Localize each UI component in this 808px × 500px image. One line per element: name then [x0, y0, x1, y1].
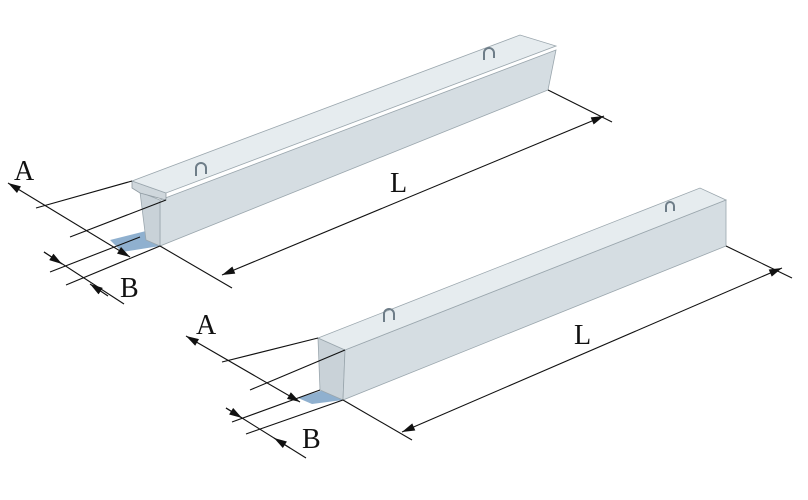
lifting-loop-icon [483, 47, 495, 60]
upper-dimensions: A B L [7, 89, 613, 305]
dimension-label-a: A [196, 310, 217, 341]
beam-side-face [342, 199, 727, 401]
lower-dimensions: A B L [185, 245, 793, 459]
dimension-label-b: B [302, 424, 321, 455]
lifting-loop-icon [383, 308, 395, 322]
dimension-label-l: L [390, 168, 407, 199]
flanged-beam [110, 34, 558, 252]
dimension-label-b: B [120, 273, 139, 304]
dimension-label-a: A [14, 156, 35, 187]
lifting-loop-icon [665, 201, 675, 212]
lifting-loop-icon [195, 162, 207, 176]
dimension-label-l: L [574, 320, 591, 351]
rectangular-beam [298, 187, 728, 404]
